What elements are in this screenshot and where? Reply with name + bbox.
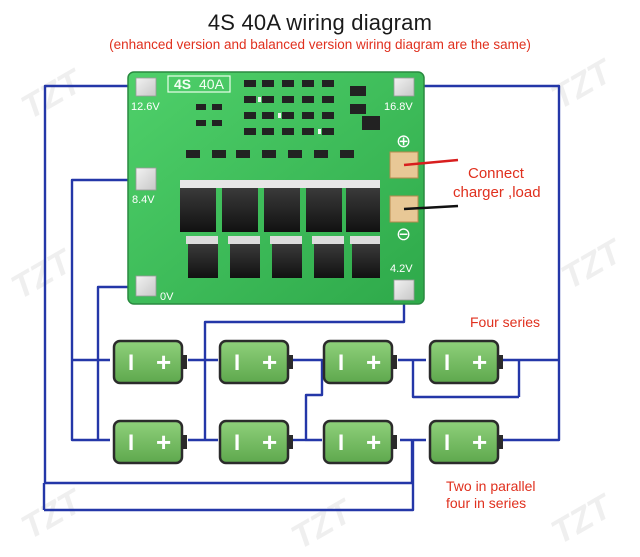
charger-positive-wire [403, 158, 459, 167]
tap-label-16v8: 16.8V [384, 101, 413, 113]
diagram-title: 4S 40A wiring diagram [207, 10, 433, 35]
battery-cell: I+ [112, 339, 187, 385]
four-series-note: Four series [470, 314, 541, 330]
two-parallel-note-line2: four in series [446, 495, 527, 511]
bms-board: 4S 40A [127, 71, 425, 305]
cell-positive-label: + [156, 347, 171, 377]
tap-label-12v6: 12.6V [131, 101, 160, 113]
tap-label-4v2: 4.2V [390, 263, 413, 275]
cell-negative-label: I [444, 350, 450, 375]
watermark-text: TZT [555, 231, 631, 297]
current-label: 40A [199, 76, 225, 92]
charger-negative-wire [403, 204, 459, 211]
watermark-text: TZT [5, 241, 81, 307]
model-label: 4S [174, 76, 191, 92]
battery-cell: I+ [112, 419, 187, 465]
cell-negative-label: I [234, 430, 240, 455]
watermark-text: TZT [545, 51, 621, 117]
battery-cell: I+ [218, 419, 293, 465]
wire-link-r1-c2c3 [292, 358, 324, 442]
cell-negative-label: I [234, 350, 240, 375]
tap-label-8v4: 8.4V [132, 194, 155, 206]
cell-positive-label: + [472, 347, 487, 377]
watermark-text: TZT [15, 61, 91, 127]
wire-link-r1-c3c4 [44, 358, 519, 512]
battery-cell: I+ [322, 339, 397, 385]
watermark-text: TZT [15, 481, 91, 547]
wire-16v8 [404, 84, 561, 442]
pad-12v6 [135, 77, 157, 97]
model-label-box [167, 75, 231, 93]
cell-negative-label: I [128, 350, 134, 375]
minus-symbol: ⊖ [396, 224, 411, 244]
smd-components [186, 80, 380, 158]
diagram-subtitle: (enhanced version and balanced version w… [109, 37, 531, 52]
battery-cell: I+ [428, 339, 503, 385]
plus-symbol: ⊕ [396, 131, 411, 151]
cell-positive-label: + [366, 347, 381, 377]
pad-16v8 [393, 77, 415, 97]
battery-cell: I+ [428, 419, 503, 465]
blue-wires [42, 84, 561, 512]
cell-negative-label: I [338, 350, 344, 375]
mosfet-row [180, 180, 380, 278]
tap-label-0v: 0V [160, 291, 174, 303]
solder-pads [135, 77, 419, 301]
cell-positive-label: + [366, 427, 381, 457]
battery-cells: I+I+I+I+I+I+I+I+ [112, 339, 503, 465]
connect-note-line2: charger ,load [453, 184, 541, 201]
watermark-text: TZT [285, 491, 361, 557]
pad-8v4 [135, 167, 157, 191]
connect-note-line1: Connect [468, 165, 524, 182]
watermark-text: TZT [545, 486, 621, 552]
cell-positive-label: + [262, 427, 277, 457]
pad-4v2 [393, 279, 415, 301]
cell-negative-label: I [338, 430, 344, 455]
two-parallel-note-line1: Two in parallel [446, 478, 536, 494]
battery-cell: I+ [322, 419, 397, 465]
cell-negative-label: I [128, 430, 134, 455]
cell-positive-label: + [156, 427, 171, 457]
wire-12v6 [43, 84, 414, 485]
cell-positive-label: + [472, 427, 487, 457]
cell-positive-label: + [262, 347, 277, 377]
cell-negative-label: I [444, 430, 450, 455]
pad-0v [135, 275, 157, 297]
battery-cell: I+ [218, 339, 293, 385]
wire-4v2 [203, 290, 406, 440]
